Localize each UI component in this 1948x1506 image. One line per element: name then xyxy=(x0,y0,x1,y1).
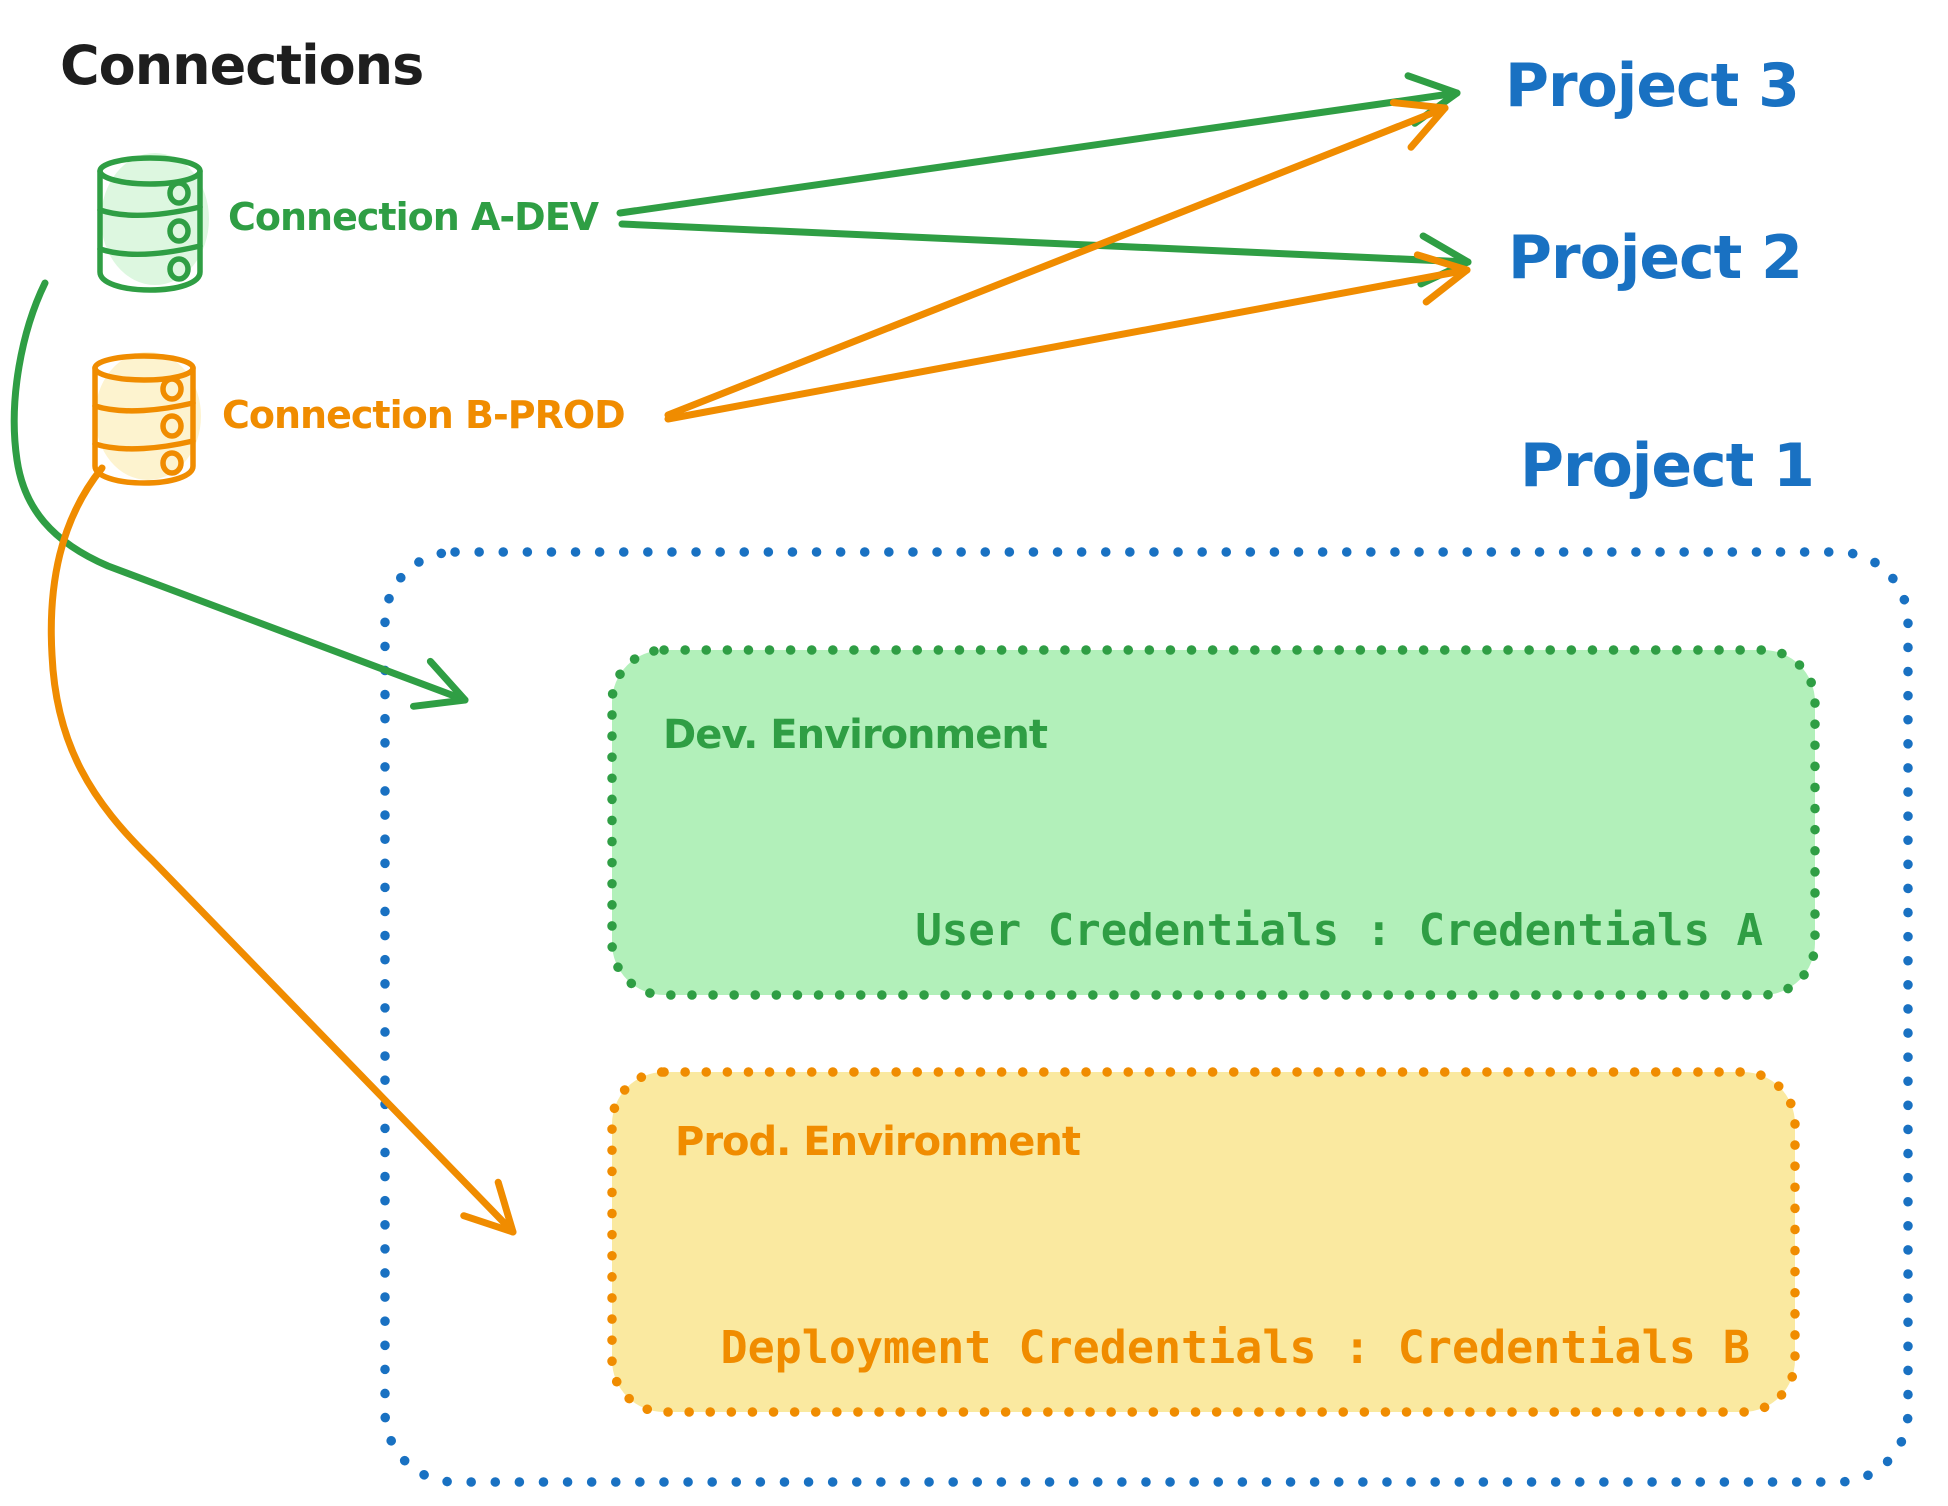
project-1-label: Project 1 xyxy=(1520,431,1814,501)
arrow-bprod-to-project2 xyxy=(664,251,1471,423)
prod-environment-credentials: Deployment Credentials : Credentials B xyxy=(720,1321,1750,1374)
dev-environment-title: Dev. Environment xyxy=(663,712,1048,758)
dev-environment-box xyxy=(607,645,1820,1000)
project1-container-box xyxy=(380,547,1913,1487)
arrow-adev-to-project2 xyxy=(618,220,1472,288)
database-icon xyxy=(97,153,209,293)
database-icon xyxy=(92,352,201,486)
connection-a-dev-label: Connection A-DEV xyxy=(228,195,600,239)
arrow-bprod-to-prod-environment xyxy=(47,464,517,1236)
project-2-label: Project 2 xyxy=(1508,223,1802,293)
dev-environment-credentials: User Credentials : Credentials A xyxy=(915,905,1763,956)
prod-environment-box xyxy=(607,1067,1800,1417)
prod-environment-title: Prod. Environment xyxy=(675,1119,1081,1165)
project-3-label: Project 3 xyxy=(1505,51,1799,121)
database-icon-shadow xyxy=(95,352,201,480)
diagram-title: Connections xyxy=(60,34,423,97)
database-icon-shadow xyxy=(101,153,209,285)
arrow-adev-to-project3 xyxy=(616,72,1461,217)
arrow-bprod-to-project3 xyxy=(664,99,1449,419)
connection-b-prod-label: Connection B-PROD xyxy=(222,393,625,437)
arrow-adev-to-dev-environment xyxy=(10,279,469,710)
